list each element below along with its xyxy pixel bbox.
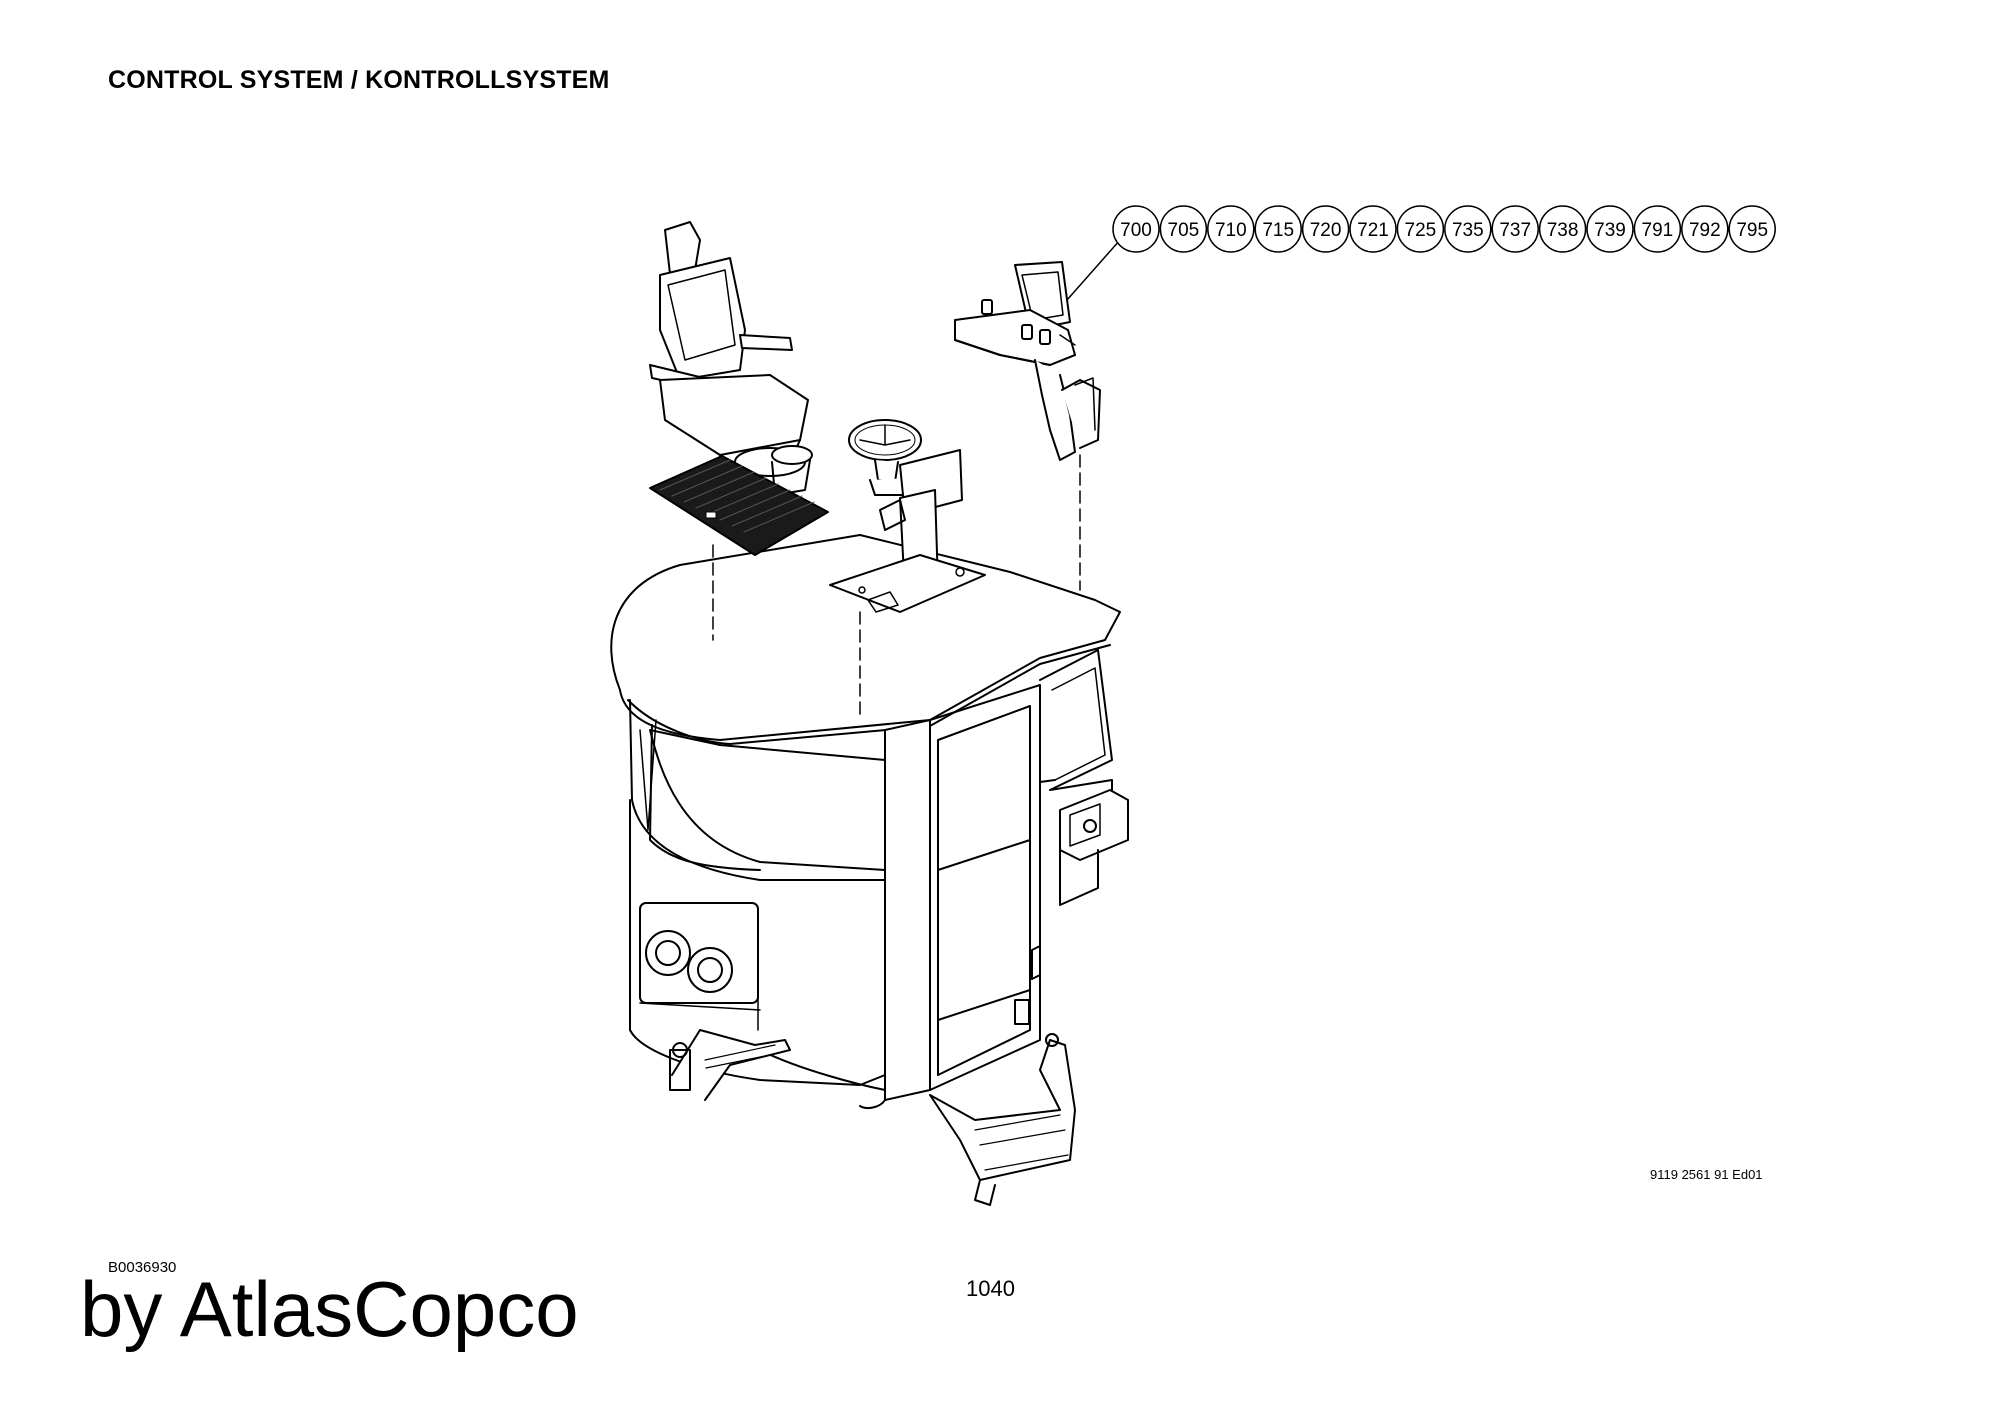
brand-logo: by AtlasCopco	[80, 1265, 579, 1353]
operator-seat	[649, 221, 813, 496]
page-number: 1040	[966, 1276, 1015, 1301]
assembly-dash-lines	[712, 454, 1081, 721]
callout-circle	[1254, 205, 1302, 253]
callout-label: 700	[1120, 220, 1152, 241]
callout-label: 725	[1405, 220, 1437, 241]
callout-circle	[1301, 205, 1350, 253]
callout-circle	[1349, 205, 1397, 253]
callout-circle	[1159, 205, 1208, 253]
callout-label: 791	[1642, 220, 1674, 241]
callout-label: 738	[1547, 220, 1579, 241]
callout-circle	[1538, 205, 1587, 253]
callout-label: 737	[1499, 220, 1531, 241]
callout-circles: 700 705 710 715 720 721 725 735 737 738 739 791 792 7…	[1112, 205, 1776, 253]
callout-label: 710	[1215, 220, 1247, 241]
steering-column	[829, 419, 986, 613]
callout-circle	[1586, 205, 1634, 253]
callout-circle	[1681, 205, 1729, 253]
control-panel	[954, 261, 1101, 461]
callout-circle	[1396, 205, 1445, 253]
reference-code: B0036930	[108, 1259, 177, 1276]
callout-circle	[1633, 205, 1682, 253]
callout-label: 795	[1736, 220, 1768, 241]
callout-label: 715	[1262, 220, 1294, 241]
callout-label: 735	[1452, 220, 1484, 241]
cabin-body	[610, 534, 1129, 1206]
callout-leader-line	[1066, 239, 1121, 301]
callout-label: 792	[1689, 220, 1721, 241]
callout-circle	[1207, 205, 1255, 253]
drawing-number: 9119 2561 91 Ed01	[1650, 1167, 1763, 1182]
callout-circle	[1728, 205, 1776, 253]
callout-label: 721	[1357, 220, 1389, 241]
callout-circle	[1491, 205, 1539, 253]
page-title: CONTROL SYSTEM / KONTROLLSYSTEM	[108, 66, 610, 94]
callout-label: 739	[1594, 220, 1626, 241]
callout-circle	[1444, 205, 1492, 253]
callout-label: 705	[1168, 220, 1200, 241]
floor-mat	[649, 455, 829, 556]
callout-circle	[1112, 205, 1160, 253]
callout-label: 720	[1310, 220, 1342, 241]
